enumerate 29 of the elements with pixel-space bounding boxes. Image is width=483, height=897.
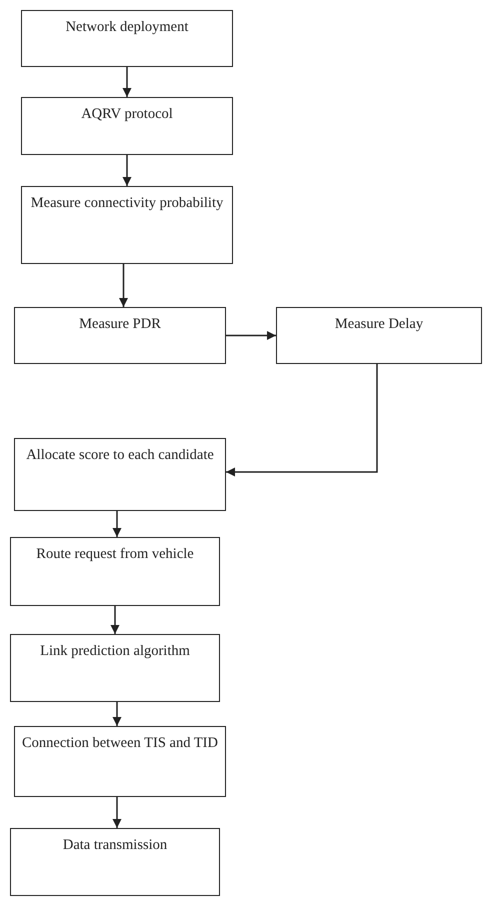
arrow — [226, 364, 378, 476]
arrow — [112, 797, 122, 828]
arrow — [226, 331, 276, 340]
process-box — [14, 438, 226, 511]
step-label: Measure Delay — [334, 315, 424, 334]
process-box — [10, 634, 220, 702]
process-box — [14, 726, 226, 797]
step-label: Measure PDR — [78, 315, 162, 334]
step-label: Data transmission — [62, 836, 168, 855]
process-box — [21, 186, 233, 264]
process-box — [14, 307, 226, 364]
step-label: Route request from vehicle — [35, 545, 195, 564]
arrow — [112, 511, 122, 537]
step-label: Link prediction algorithm — [39, 642, 191, 661]
process-box — [276, 307, 482, 364]
process-box — [21, 97, 233, 155]
arrow — [112, 702, 122, 726]
process-box — [10, 828, 220, 896]
step-label: Connection between TIS and TID — [21, 734, 219, 753]
step-label: AQRV protocol — [80, 105, 174, 124]
arrow — [122, 67, 132, 97]
step-label: Allocate score to each candidate — [25, 446, 215, 465]
step-label: Measure connectivity probability — [30, 194, 224, 213]
process-box — [21, 10, 233, 67]
arrow — [110, 606, 120, 634]
process-box — [10, 537, 220, 606]
arrow — [122, 155, 132, 186]
step-label: Network deployment — [64, 18, 190, 37]
arrow — [119, 264, 128, 307]
